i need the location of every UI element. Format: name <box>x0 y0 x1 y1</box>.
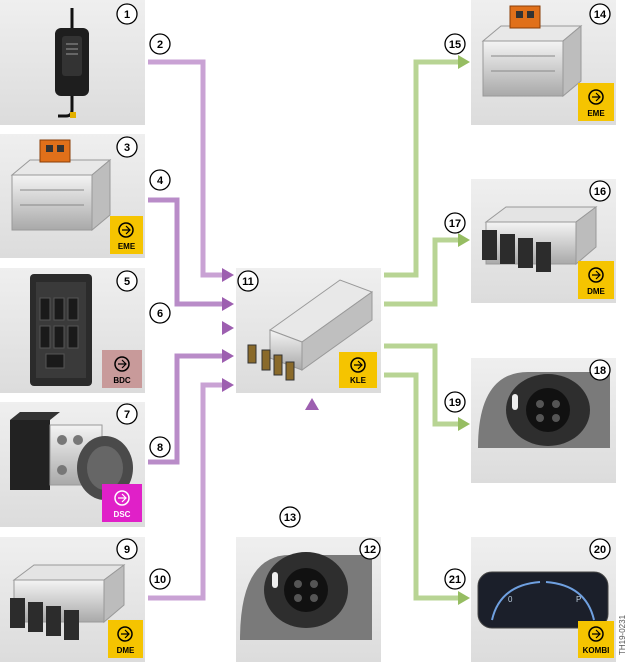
signal-number-texts: 2 4 6 8 10 13 15 17 19 21 <box>154 39 461 586</box>
signal-line-19 <box>384 343 458 427</box>
abs-dsc-unit-icon <box>10 412 133 500</box>
signal-15: 15 <box>449 39 461 51</box>
badge-c3: EME <box>110 216 143 254</box>
number-7: 7 <box>124 409 130 421</box>
badge-label: EME <box>587 109 605 118</box>
signal-4: 4 <box>157 175 164 187</box>
badge-label: BDC <box>113 376 131 385</box>
input-arrowheads <box>222 268 319 410</box>
signal-2: 2 <box>157 39 163 51</box>
eme-unit-icon <box>10 139 112 232</box>
badge-c5: BDC <box>102 350 142 388</box>
image-code: TH19-0231 <box>618 614 627 655</box>
signal-17: 17 <box>449 218 461 230</box>
signal-line-8 <box>148 353 222 465</box>
svg-text:0: 0 <box>508 595 513 604</box>
signal-line-4 <box>148 197 222 307</box>
eme-unit-14-icon <box>481 5 583 98</box>
signal-line-17 <box>384 237 458 307</box>
badge-label: DME <box>117 646 135 655</box>
signal-line-2 <box>148 59 222 278</box>
instrument-cluster-icon: 0 P <box>477 571 609 629</box>
number-11: 11 <box>242 276 254 288</box>
engine-control-module-icon <box>10 564 126 640</box>
convenience-charging-electronics-icon <box>247 279 374 381</box>
signal-line-21 <box>384 372 458 601</box>
input-connectors <box>148 59 315 601</box>
badge-label: DSC <box>114 510 131 519</box>
badge-label: KLE <box>350 376 367 385</box>
charging-socket-icon <box>240 552 372 640</box>
badges: EME BDC DSC DME KLE <box>102 83 614 658</box>
badge-label: EME <box>118 242 136 251</box>
signal-line-10 <box>148 382 222 601</box>
signal-8: 8 <box>157 442 163 454</box>
badge-c11: KLE <box>339 352 377 388</box>
badge-c14: EME <box>578 83 614 121</box>
number-3: 3 <box>124 142 130 154</box>
signal-line-15 <box>384 59 458 278</box>
number-14: 14 <box>594 9 607 21</box>
signal-number-circles <box>149 33 466 590</box>
badge-label: DME <box>587 287 605 296</box>
number-9: 9 <box>124 544 130 556</box>
component-number-texts: 1 3 5 7 9 11 12 14 16 18 20 <box>124 9 607 556</box>
number-12: 12 <box>364 544 376 556</box>
signal-19: 19 <box>449 397 461 409</box>
number-1: 1 <box>124 9 130 21</box>
number-16: 16 <box>594 186 606 198</box>
svg-text:P: P <box>576 595 581 604</box>
signal-21: 21 <box>449 574 461 586</box>
charging-cable-unit-icon <box>55 8 89 118</box>
signal-10: 10 <box>154 574 166 586</box>
signal-13: 13 <box>284 512 296 524</box>
output-arrowheads <box>458 55 470 605</box>
output-connectors <box>384 59 458 601</box>
component-number-labels <box>116 3 611 560</box>
number-5: 5 <box>124 276 130 288</box>
body-domain-controller-icon <box>30 274 92 386</box>
badge-c9: DME <box>108 620 143 658</box>
badge-c7: DSC <box>102 484 142 522</box>
charging-socket-18-icon <box>478 372 610 448</box>
badge-c16: DME <box>578 261 614 299</box>
badge-c20: KOMBI <box>578 621 614 658</box>
number-20: 20 <box>594 544 606 556</box>
engine-control-module-16-icon <box>482 206 598 272</box>
number-18: 18 <box>594 365 606 377</box>
signal-6: 6 <box>157 308 163 320</box>
badge-label: KOMBI <box>583 646 610 655</box>
